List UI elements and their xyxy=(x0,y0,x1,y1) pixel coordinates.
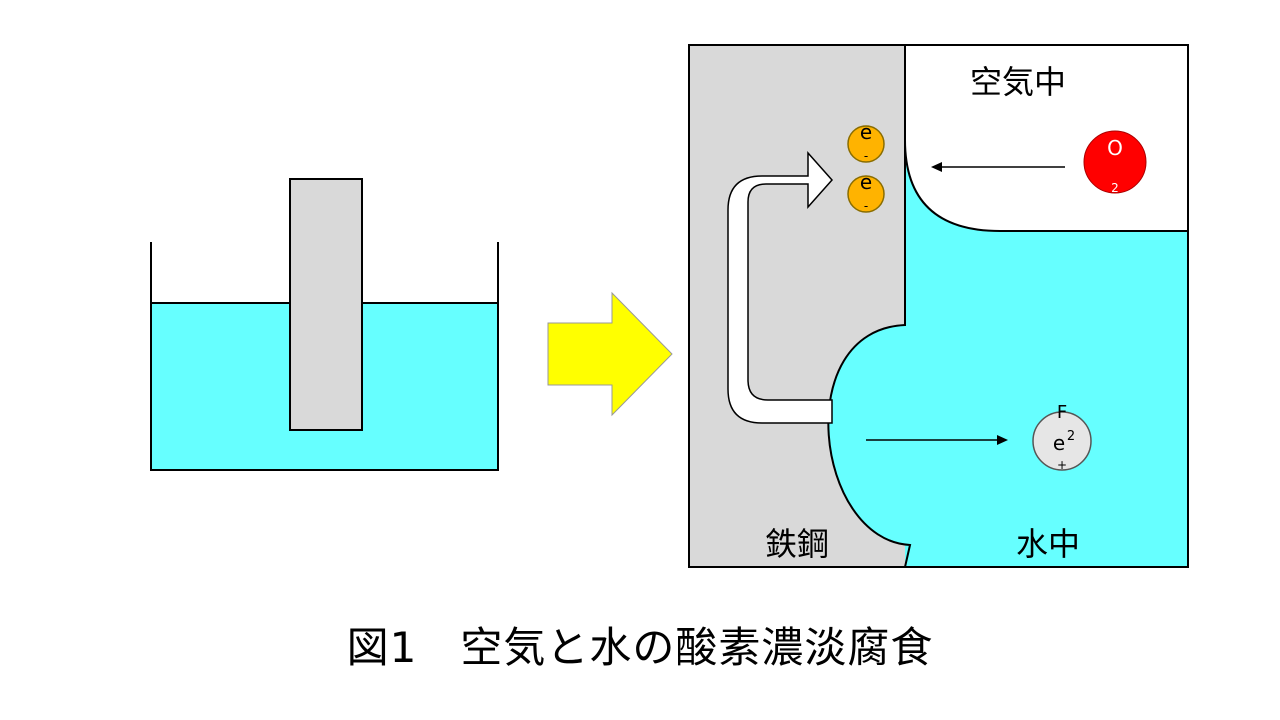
label-water: 水中 xyxy=(1016,525,1080,563)
iron-ion-superscript: 2 xyxy=(1067,429,1075,444)
label-steel: 鉄鋼 xyxy=(765,525,829,563)
oxygen-molecule: O 2 xyxy=(1083,130,1147,195)
electron-2-charge: - xyxy=(864,199,868,213)
beaker-outline xyxy=(150,242,499,471)
steel-boundary xyxy=(827,45,912,568)
figure-caption: 図1 空気と水の酸素濃淡腐食 xyxy=(346,623,934,672)
zoomed-panel-border xyxy=(688,44,1189,568)
oxygen-arrow-head xyxy=(931,162,942,172)
electron-1-charge: - xyxy=(864,149,868,163)
electron-2-symbol: e xyxy=(860,170,872,194)
iron-ion-arrow-head xyxy=(997,435,1008,445)
iron-ion-charge: + xyxy=(1057,458,1067,472)
iron-ion-top: F xyxy=(1057,402,1067,423)
oxygen-symbol: O xyxy=(1107,136,1123,160)
steel-plate xyxy=(289,178,363,431)
label-air: 空気中 xyxy=(970,63,1066,101)
zoomed-panel: e - e - O 2 F e 2 + 空気中 鉄鋼 水中 xyxy=(688,44,1189,568)
oxygen-subscript: 2 xyxy=(1111,181,1119,195)
iron-ion: F e 2 + xyxy=(1032,402,1092,472)
electron-flow-arrow xyxy=(727,151,834,424)
corrosion-pit xyxy=(828,325,910,545)
electron-2: e - xyxy=(847,170,885,213)
electron-1: e - xyxy=(847,120,885,163)
iron-ion-symbol: e xyxy=(1053,431,1065,455)
beaker-illustration xyxy=(150,178,499,471)
transition-arrow xyxy=(547,291,673,417)
electron-1-symbol: e xyxy=(860,120,872,144)
air-boundary xyxy=(904,139,1188,232)
